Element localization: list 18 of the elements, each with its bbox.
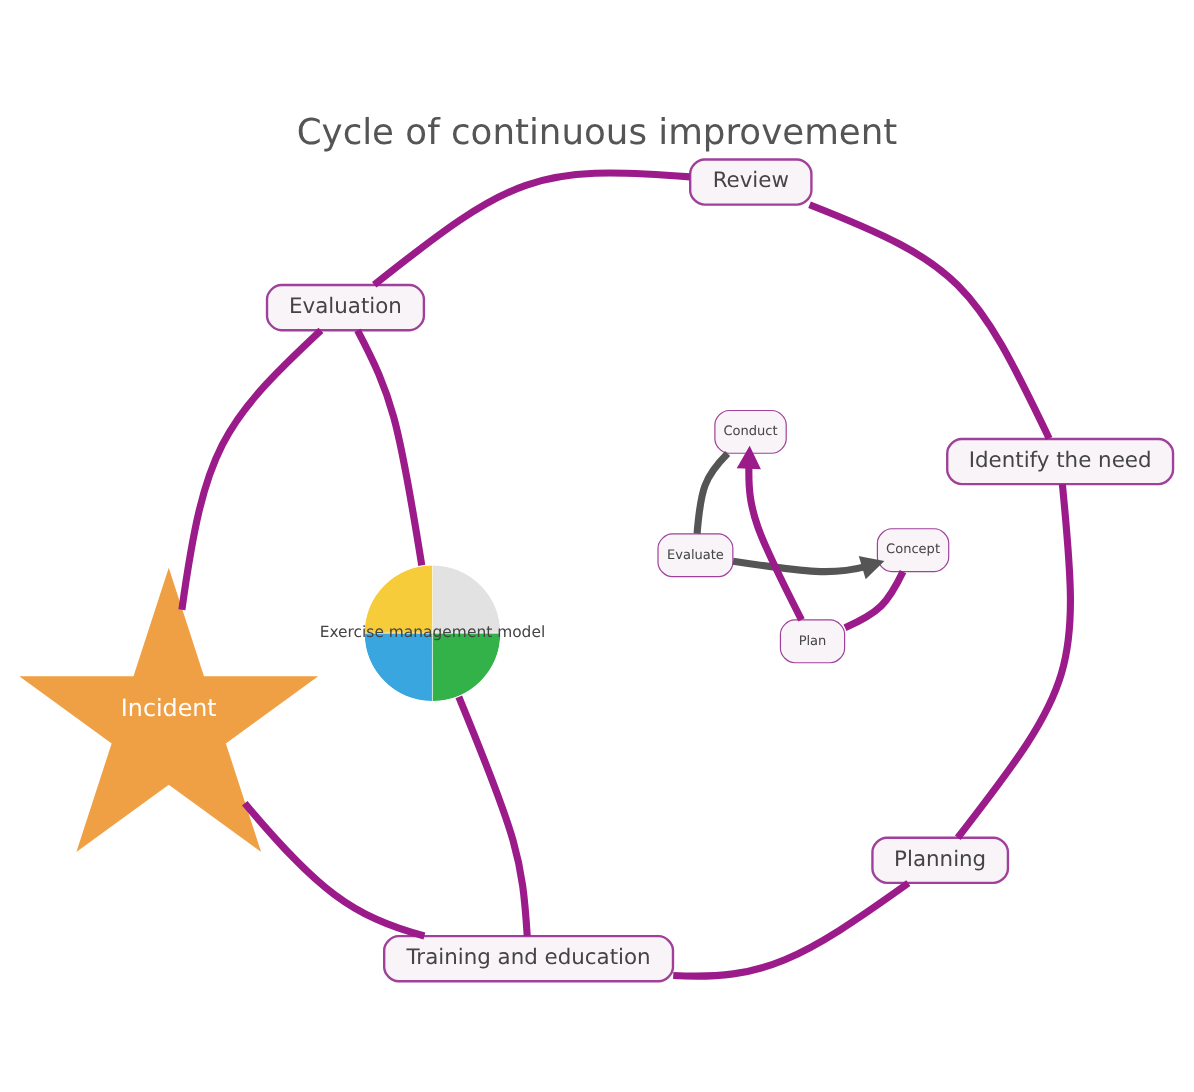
diagram-title: Cycle of continuous improvement bbox=[296, 112, 898, 155]
connector bbox=[178, 327, 324, 611]
connector bbox=[843, 570, 907, 631]
node-box: Identify the need bbox=[946, 437, 1175, 486]
connector bbox=[354, 328, 426, 566]
connector bbox=[693, 451, 731, 534]
node-box: Planning bbox=[871, 836, 1010, 885]
connector bbox=[808, 201, 1053, 441]
arrow bbox=[732, 556, 885, 580]
arrow bbox=[736, 445, 805, 622]
connector bbox=[242, 800, 426, 940]
node-box: Training and education bbox=[383, 934, 675, 983]
node-box: Evaluation bbox=[265, 283, 426, 332]
connector bbox=[954, 483, 1074, 840]
connector bbox=[673, 880, 911, 980]
connector bbox=[455, 695, 531, 937]
connector bbox=[372, 169, 691, 288]
node-box: Review bbox=[689, 158, 813, 206]
